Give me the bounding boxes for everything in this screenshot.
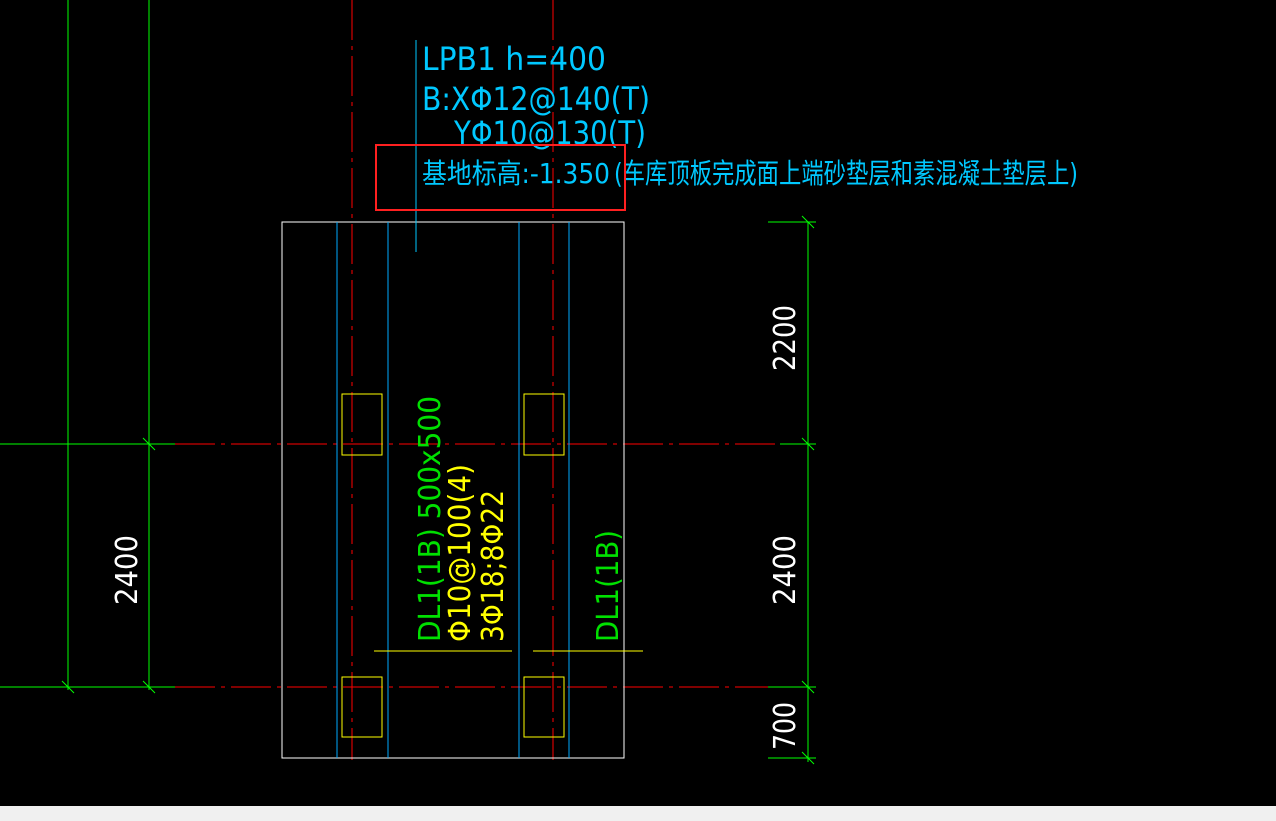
- slab-elevation-note: (车库顶板完成面上端砂垫层和素混凝土垫层上): [614, 157, 1078, 190]
- dim-right-2400: 2400: [768, 535, 803, 605]
- left-dimension-lines: [0, 0, 175, 694]
- column-top-left: [341, 393, 383, 456]
- slab-label-line1: LPB1 h=400: [422, 40, 606, 78]
- column-bottom-right: [523, 676, 565, 738]
- beam-left-stirrup: Φ10@100(4): [443, 464, 478, 642]
- dim-right-2200: 2200: [768, 305, 803, 371]
- axis-lines-red: [175, 0, 780, 760]
- slab-elevation-label: 基地标高:-1.350: [422, 157, 610, 190]
- dimension-texts: 2400 2200 2400 700: [110, 305, 803, 750]
- column-top-right: [523, 393, 565, 456]
- dim-left-2400: 2400: [110, 535, 145, 605]
- columns: [341, 393, 565, 738]
- slab-label-line3: YΦ10@130(T): [453, 114, 646, 152]
- highlight-box: [375, 144, 626, 211]
- beam-left-bars: 3Φ18;8Φ22: [476, 490, 511, 642]
- beam-left-name: DL1(1B) 500x500: [413, 396, 448, 642]
- beam-labels: DL1(1B) 500x500 Φ10@100(4) 3Φ18;8Φ22 DL1…: [413, 396, 626, 642]
- right-dimension-lines: [768, 215, 816, 765]
- column-bottom-left: [341, 676, 383, 738]
- beam-right-name: DL1(1B): [591, 530, 626, 642]
- status-bar: [0, 806, 1276, 821]
- slab-annotation: LPB1 h=400 B:XΦ12@140(T) YΦ10@130(T) 基地标…: [422, 40, 1078, 190]
- foundation-outline: [281, 221, 625, 759]
- dim-right-700: 700: [768, 702, 803, 750]
- beam-lines-cyan: [336, 40, 570, 758]
- slab-label-line2: B:XΦ12@140(T): [422, 80, 650, 118]
